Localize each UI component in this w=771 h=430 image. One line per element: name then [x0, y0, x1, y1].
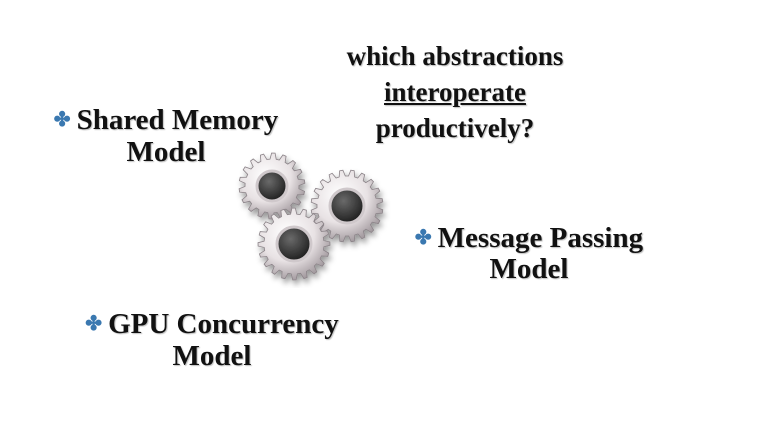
gear-bottom — [257, 207, 331, 281]
message-passing-line-2: Model — [489, 253, 569, 285]
bullet-icon: ✤ — [53, 109, 71, 131]
question-text: which abstractions interoperate producti… — [330, 38, 580, 146]
gpu-concurrency-line-2: Model — [172, 340, 252, 372]
gear-top-left — [238, 152, 306, 220]
shared-memory-line-1: Shared Memory — [76, 104, 279, 136]
shared-memory-line-2: Model — [126, 136, 206, 168]
question-line-3: productively? — [375, 113, 535, 143]
gear-right — [310, 169, 384, 243]
message-passing-line-1: Message Passing — [437, 222, 644, 254]
bullet-icon: ✤ — [85, 313, 103, 335]
gpu-concurrency-bullet: ✤GPU Concurrency Model — [74, 308, 350, 372]
gears-icon — [238, 152, 384, 281]
message-passing-bullet: ✤Message Passing Model — [398, 223, 660, 285]
question-line-2: interoperate — [384, 77, 526, 107]
bullet-icon: ✤ — [414, 227, 432, 249]
gpu-concurrency-line-1: GPU Concurrency — [108, 308, 339, 340]
question-line-1: which abstractions — [346, 41, 564, 71]
shared-memory-bullet: ✤Shared Memory Model — [40, 104, 292, 168]
